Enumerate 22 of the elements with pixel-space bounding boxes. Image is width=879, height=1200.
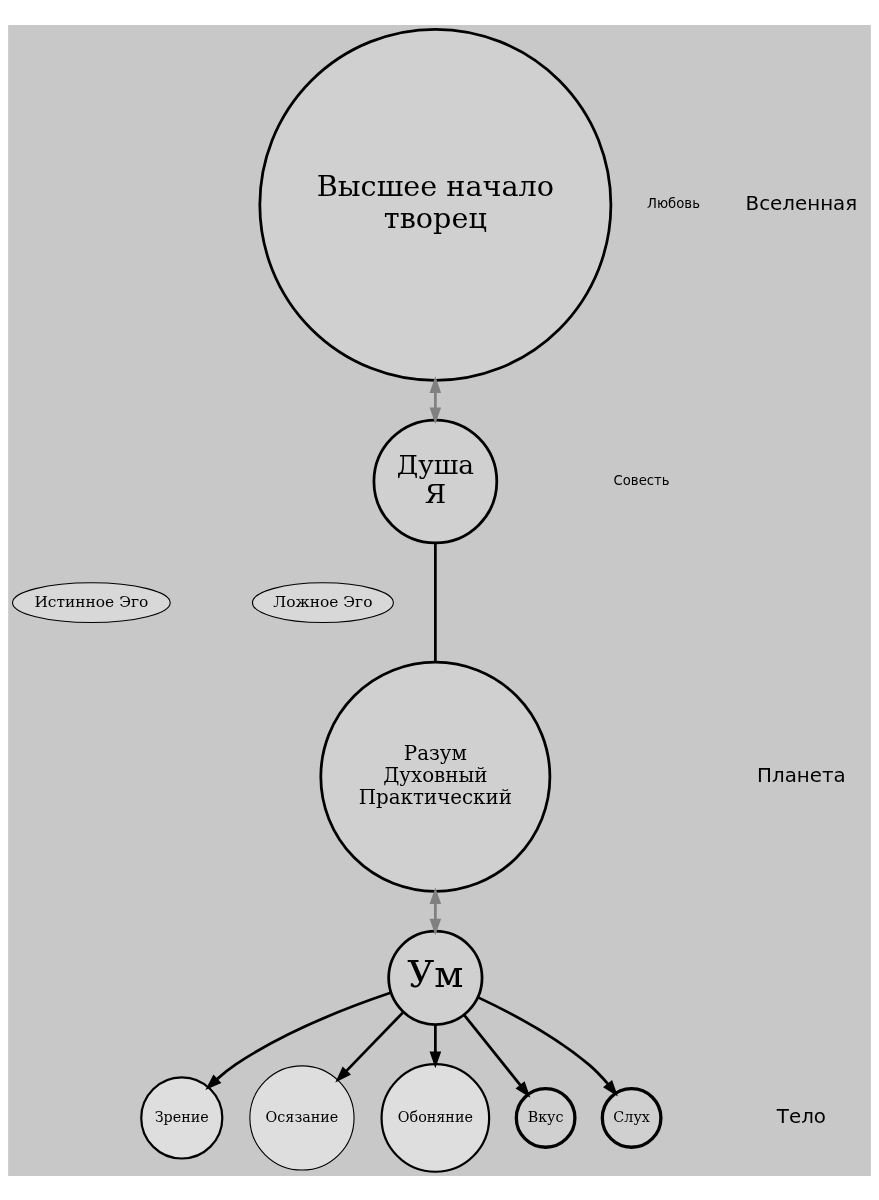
arrow [429,1024,442,1068]
connector [434,542,437,662]
label: Совесть [613,472,670,488]
arrow [335,1010,405,1082]
node-circle: Ум [387,929,484,1026]
label: Планета [757,763,846,787]
label: Любовь [647,195,700,211]
node-circle: Вкус [514,1086,577,1149]
arrow [477,995,618,1096]
node-circle: Высшее начало творец [258,27,613,382]
node-circle: Слух [600,1086,663,1149]
label: Тело [776,1104,826,1128]
arrow [429,886,442,935]
arrow [462,1013,531,1098]
node-circle: Обоняние [380,1062,491,1173]
label: Вселенная [745,191,858,215]
node-ellipse: Истинное Эго [12,581,171,623]
node-circle: Разум Духовный Практический [319,660,552,893]
arrow [205,991,392,1090]
node-circle: Душа Я [372,418,499,544]
arrow [429,375,442,424]
node-ellipse: Ложное Эго [251,581,394,623]
